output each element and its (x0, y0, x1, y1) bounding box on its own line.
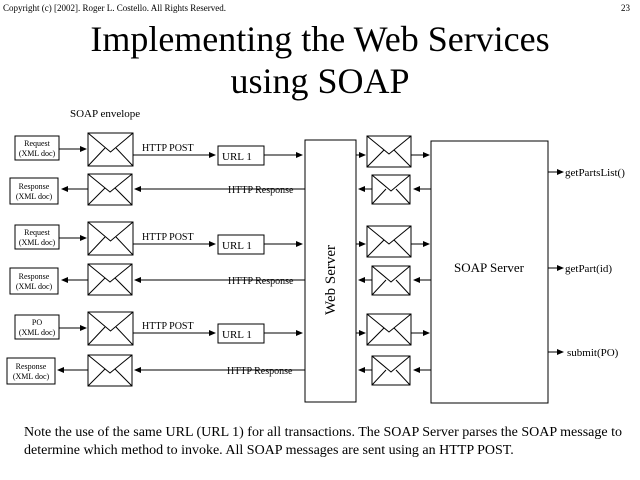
request-doc-box (14, 135, 60, 161)
response-doc-type: (XML doc) (16, 282, 53, 291)
soap-envelope-icon (87, 311, 134, 346)
soap-server-label: SOAP Server (454, 260, 525, 275)
response-doc-box (6, 357, 56, 385)
slide-title: Implementing the Web Services using SOAP (0, 18, 640, 102)
soap-envelope-icon (371, 174, 411, 205)
method-submit: submit(PO) (548, 347, 619, 359)
response-doc-type: (XML doc) (16, 192, 53, 201)
soap-envelope-icon (371, 265, 411, 296)
soap-envelope-icon (87, 263, 133, 296)
request-doc-box (14, 314, 60, 340)
request-doc-type: (XML doc) (19, 328, 56, 337)
request-doc-type: (XML doc) (19, 149, 56, 158)
request-doc-type: (XML doc) (19, 238, 56, 247)
soap-envelope-icon (87, 132, 134, 167)
soap-envelope-icon (87, 173, 133, 206)
copyright-notice: Copyright (c) [2002]. Roger L. Costello.… (3, 3, 226, 13)
http-response-label: HTTP Response (227, 366, 293, 377)
request-doc-label: PO (32, 318, 42, 327)
url-label: URL 1 (222, 329, 252, 341)
response-doc-label: Response (19, 272, 50, 281)
response-doc-type: (XML doc) (13, 372, 50, 381)
request-doc-box (14, 224, 60, 250)
transaction-row-1: Request (XML doc) HTTP POST URL 1 (9, 132, 431, 206)
url-label: URL 1 (222, 240, 252, 252)
http-response-label: HTTP Response (228, 185, 294, 196)
soap-envelope-icon (366, 225, 412, 258)
soap-envelope-label: SOAP envelope (70, 108, 140, 120)
request-doc-label: Request (24, 139, 51, 148)
method-get-part: getPart(id) (548, 263, 612, 275)
response-doc-box (9, 267, 59, 295)
soap-envelope-icon (87, 354, 133, 387)
soap-envelope-icon (87, 221, 134, 256)
soap-envelope-icon (366, 135, 412, 168)
web-server-label: Web Server (323, 245, 339, 315)
url-label: URL 1 (222, 151, 252, 163)
page-number: 23 (621, 3, 630, 13)
response-doc-box (9, 177, 59, 205)
http-post-label: HTTP POST (142, 321, 194, 332)
http-post-label: HTTP POST (142, 143, 194, 154)
request-doc-label: Request (24, 228, 51, 237)
footnote: Note the use of the same URL (URL 1) for… (24, 425, 622, 458)
http-post-label: HTTP POST (142, 232, 194, 243)
method-label: getPartsList() (565, 167, 625, 179)
method-label: getPart(id) (565, 263, 612, 275)
transaction-row-3: PO (XML doc) HTTP POST URL 1 (6, 311, 431, 387)
response-doc-label: Response (16, 362, 47, 371)
transaction-row-2: Request (XML doc) HTTP POST URL 1 (9, 221, 431, 296)
slide-title-line-2: using SOAP (230, 61, 410, 101)
slide-title-line-1: Implementing the Web Services (90, 19, 550, 59)
soap-server-box (430, 140, 549, 404)
http-response-label: HTTP Response (228, 276, 294, 287)
method-label: submit(PO) (567, 347, 619, 359)
soap-envelope-icon (366, 313, 412, 346)
method-get-parts-list: getPartsList() (548, 167, 625, 179)
response-doc-label: Response (19, 182, 50, 191)
web-server-box (304, 139, 357, 403)
soap-envelope-icon (371, 355, 411, 386)
